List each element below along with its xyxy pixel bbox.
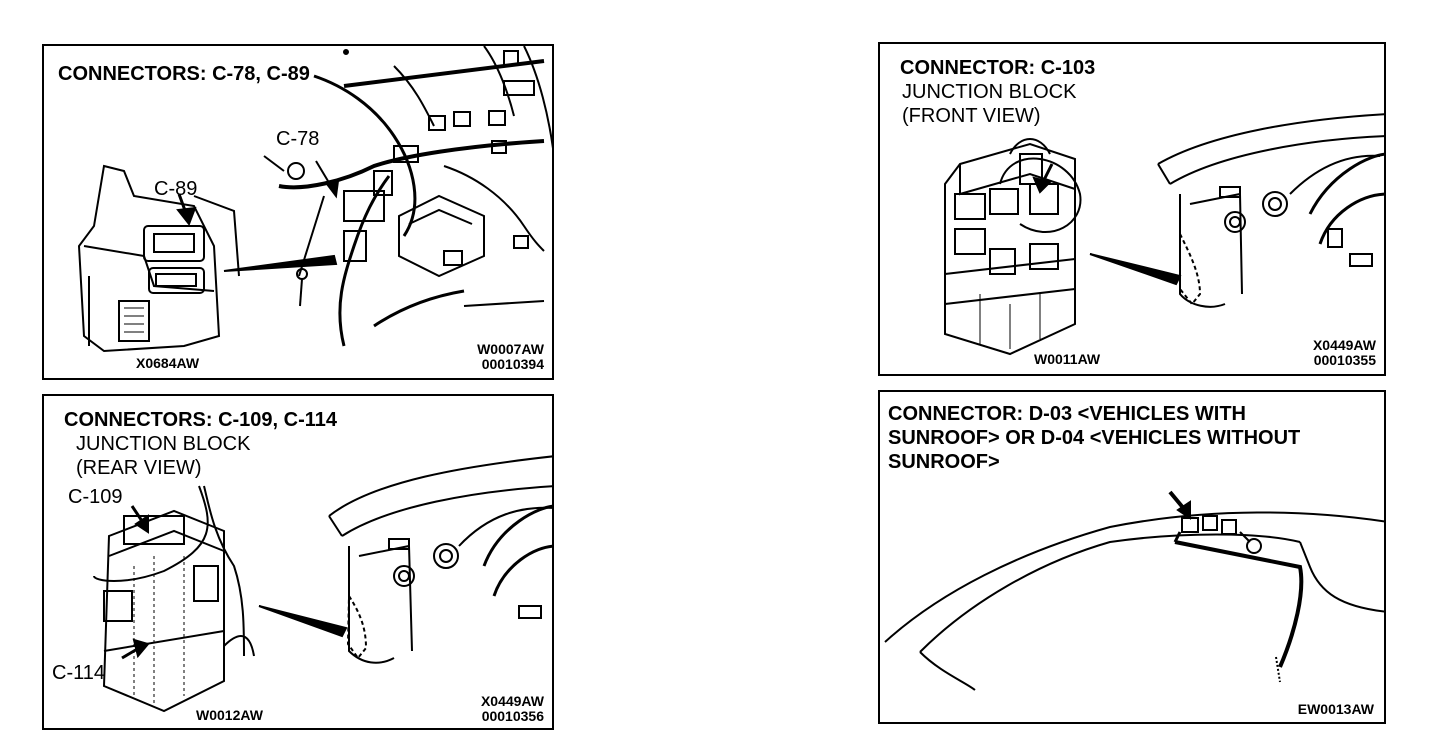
panel-title: CONNECTOR: C-103: [900, 57, 1096, 79]
figure-code-right: W0007AW 00010394: [477, 342, 544, 372]
figure-code-line-2: 00010356: [481, 708, 544, 724]
roof-connector-illustration: [884, 490, 1384, 691]
diagram-panel-c109-c114: CONNECTORS: C-109, C-114 JUNCTION BLOCK …: [42, 394, 554, 730]
figure-code-left: W0011AW: [1034, 351, 1101, 367]
figure-code-line-1: X0449AW: [1312, 337, 1376, 353]
figure-code-right: X0449AW 00010356: [481, 694, 544, 724]
panel-title: CONNECTORS: C-78, C-89: [58, 63, 310, 85]
callout-label-c114: C-114: [52, 662, 105, 684]
figure-code-line-1: W0007AW: [477, 341, 544, 357]
panel-title-line-2: SUNROOF> OR D-04 <VEHICLES WITHOUT: [888, 427, 1301, 449]
callout-label-c109: C-109: [68, 486, 123, 508]
figure-code-left: X0684AW: [136, 355, 200, 371]
figure-code-line-1: X0449AW: [480, 693, 544, 709]
figure-code-line-2: 00010394: [481, 356, 544, 372]
panel-subtitle-line-1: JUNCTION BLOCK: [76, 433, 251, 455]
junction-block-front-illustration: [944, 113, 1384, 356]
figure-code-left: W0012AW: [196, 707, 263, 723]
panel-title-line-3: SUNROOF>: [888, 451, 1000, 473]
diagram-panel-d03-d04: CONNECTOR: D-03 <VEHICLES WITH SUNROOF> …: [878, 390, 1386, 724]
panel-subtitle-line-1: JUNCTION BLOCK: [902, 81, 1077, 103]
diagram-panel-c78-c89: CONNECTORS: C-78, C-89 C-78 C-89 X0684AW…: [42, 44, 554, 380]
figure-code-line-2: 00010355: [1313, 352, 1376, 368]
callout-label-c78: C-78: [276, 128, 320, 150]
figure-code-right: X0449AW 00010355: [1313, 338, 1376, 368]
panel-subtitle-line-2: (FRONT VIEW): [902, 105, 1041, 127]
panel-subtitle-line-2: (REAR VIEW): [76, 457, 202, 479]
panel-title: CONNECTORS: C-109, C-114: [64, 409, 338, 431]
connector-location-illustration: [77, 46, 552, 353]
figure-code-right: EW0013AW: [1297, 701, 1374, 717]
panel-title-line-1: CONNECTOR: D-03 <VEHICLES WITH: [888, 403, 1246, 425]
callout-label-c89: C-89: [154, 178, 198, 200]
diagram-panel-c103: CONNECTOR: C-103 JUNCTION BLOCK (FRONT V…: [878, 42, 1386, 376]
junction-block-rear-illustration: [93, 455, 552, 713]
